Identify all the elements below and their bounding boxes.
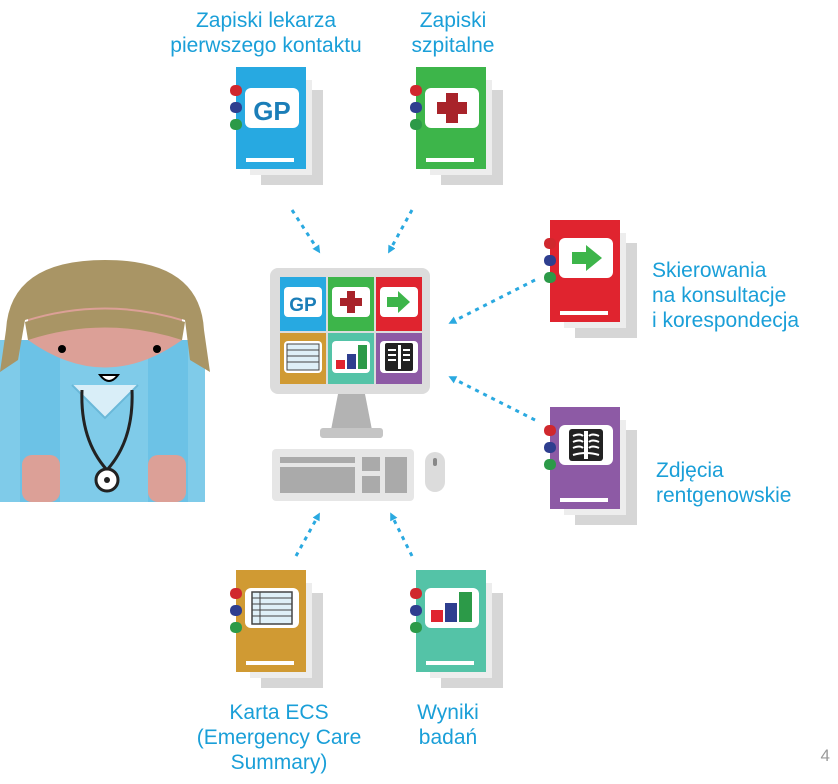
label-test-results: Wyniki badań (417, 701, 479, 749)
label-hospital-records: Zapiski szpitalne (411, 9, 495, 57)
label-xrays: Zdjęcia rentgenowskie (656, 459, 792, 507)
arrow-xrays-to-computer (448, 376, 536, 422)
gp-records-book: GP (230, 67, 323, 185)
arrow-ecs-to-computer (294, 512, 320, 557)
hospital-records-book (410, 67, 503, 185)
label-referrals: Skierowania na konsultacje i korespondec… (652, 259, 800, 332)
gp-icon (245, 88, 299, 128)
data-flow-arrows (290, 209, 536, 557)
bar-chart-icon (431, 592, 472, 622)
gp-icon-text: GP (253, 96, 291, 126)
test-results-book (410, 570, 503, 688)
monitor-stand (331, 394, 372, 430)
doctor-illustration (0, 260, 210, 502)
computer-illustration: GP (270, 268, 445, 501)
arrow-referrals-to-computer (448, 278, 536, 324)
mouse (425, 452, 445, 492)
label-ecs: Karta ECS (Emergency Care Summary) (196, 701, 362, 774)
referrals-book (544, 220, 637, 338)
svg-text:GP: GP (289, 295, 317, 316)
label-gp-records: Zapiski lekarza pierwszego kontaktu (170, 9, 362, 57)
doctor-left-hand (22, 455, 60, 502)
xray-icon (569, 429, 603, 461)
doctor-hair (0, 260, 210, 372)
arrow-results-to-computer (390, 512, 414, 557)
page-number: 4 (820, 746, 830, 765)
ecs-book (230, 570, 323, 688)
doctor-right-hand (148, 455, 186, 502)
arrow-hospital-to-computer (388, 209, 414, 254)
summary-table-icon (251, 591, 293, 625)
arrow-gp-to-computer (290, 209, 321, 254)
xray-book (544, 407, 637, 525)
